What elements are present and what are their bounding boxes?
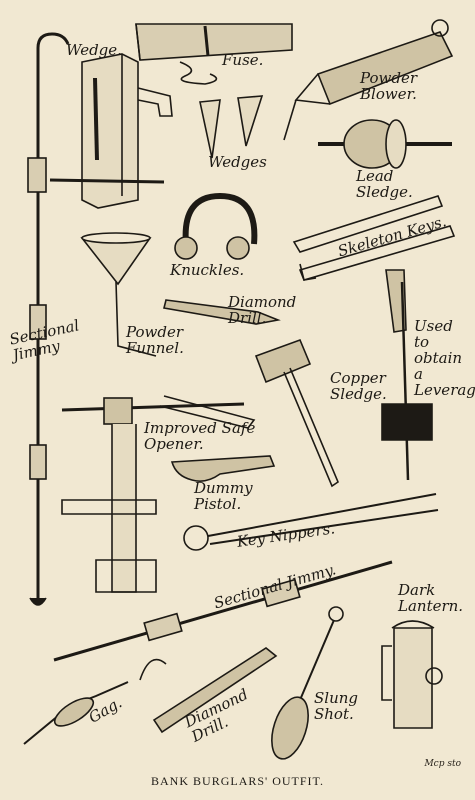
key-nippers-illustration (183, 493, 439, 551)
copper-sledge-illustration (254, 338, 339, 488)
label-improved-safe-opener: Improved Safe Opener. (144, 419, 256, 453)
wedge-block-illustration (49, 53, 173, 209)
engraver-signature: Mcp sto (424, 759, 461, 769)
slung-shot-illustration (271, 606, 344, 760)
label-used-to-obtain: Used to obtain a Leverage (414, 317, 475, 399)
label-fuse: Fuse. (222, 51, 264, 69)
dark-lantern-illustration (381, 620, 443, 729)
powder-blower-illustration (283, 19, 454, 141)
label-wedges: Wedges (208, 153, 267, 171)
improved-safe-opener-illustration (61, 395, 256, 593)
plate-caption: BANK BURGLARS' OUTFIT. (151, 774, 324, 788)
label-powder-funnel: Powder Funnel. (126, 323, 184, 357)
sectional-jimmy-bottom-illustration (53, 560, 393, 662)
knuckles-illustration (174, 192, 258, 260)
label-copper-sledge: Copper Sledge. (330, 369, 387, 403)
wedges-illustration (199, 95, 264, 159)
tools-engraving (23, 19, 456, 760)
diamond-drill-top-illustration (163, 299, 281, 325)
label-lead-sledge: Lead Sledge. (356, 167, 413, 201)
leverage-tool-illustration (381, 269, 433, 481)
label-dummy-pistol: Dummy Pistol. (194, 479, 253, 513)
skeleton-keys-illustration (292, 195, 456, 281)
dummy-pistol-illustration (170, 455, 276, 482)
gag-illustration (23, 658, 167, 745)
label-slung-shot: Slung Shot. (314, 689, 358, 723)
label-powder-blower: Powder Blower. (360, 69, 418, 103)
powder-funnel-illustration (80, 232, 157, 357)
label-knuckles: Knuckles. (170, 261, 245, 279)
fuse-illustration (135, 23, 293, 85)
label-dark-lantern: Dark Lantern. (398, 581, 464, 615)
sectional-jimmy-illustration (27, 32, 70, 606)
lead-sledge-illustration (318, 119, 452, 169)
label-diamond-drill-top: Diamond Drill. (228, 293, 297, 327)
label-wedge: Wedge. (66, 41, 122, 59)
diamond-drill-bottom-illustration (152, 647, 278, 734)
